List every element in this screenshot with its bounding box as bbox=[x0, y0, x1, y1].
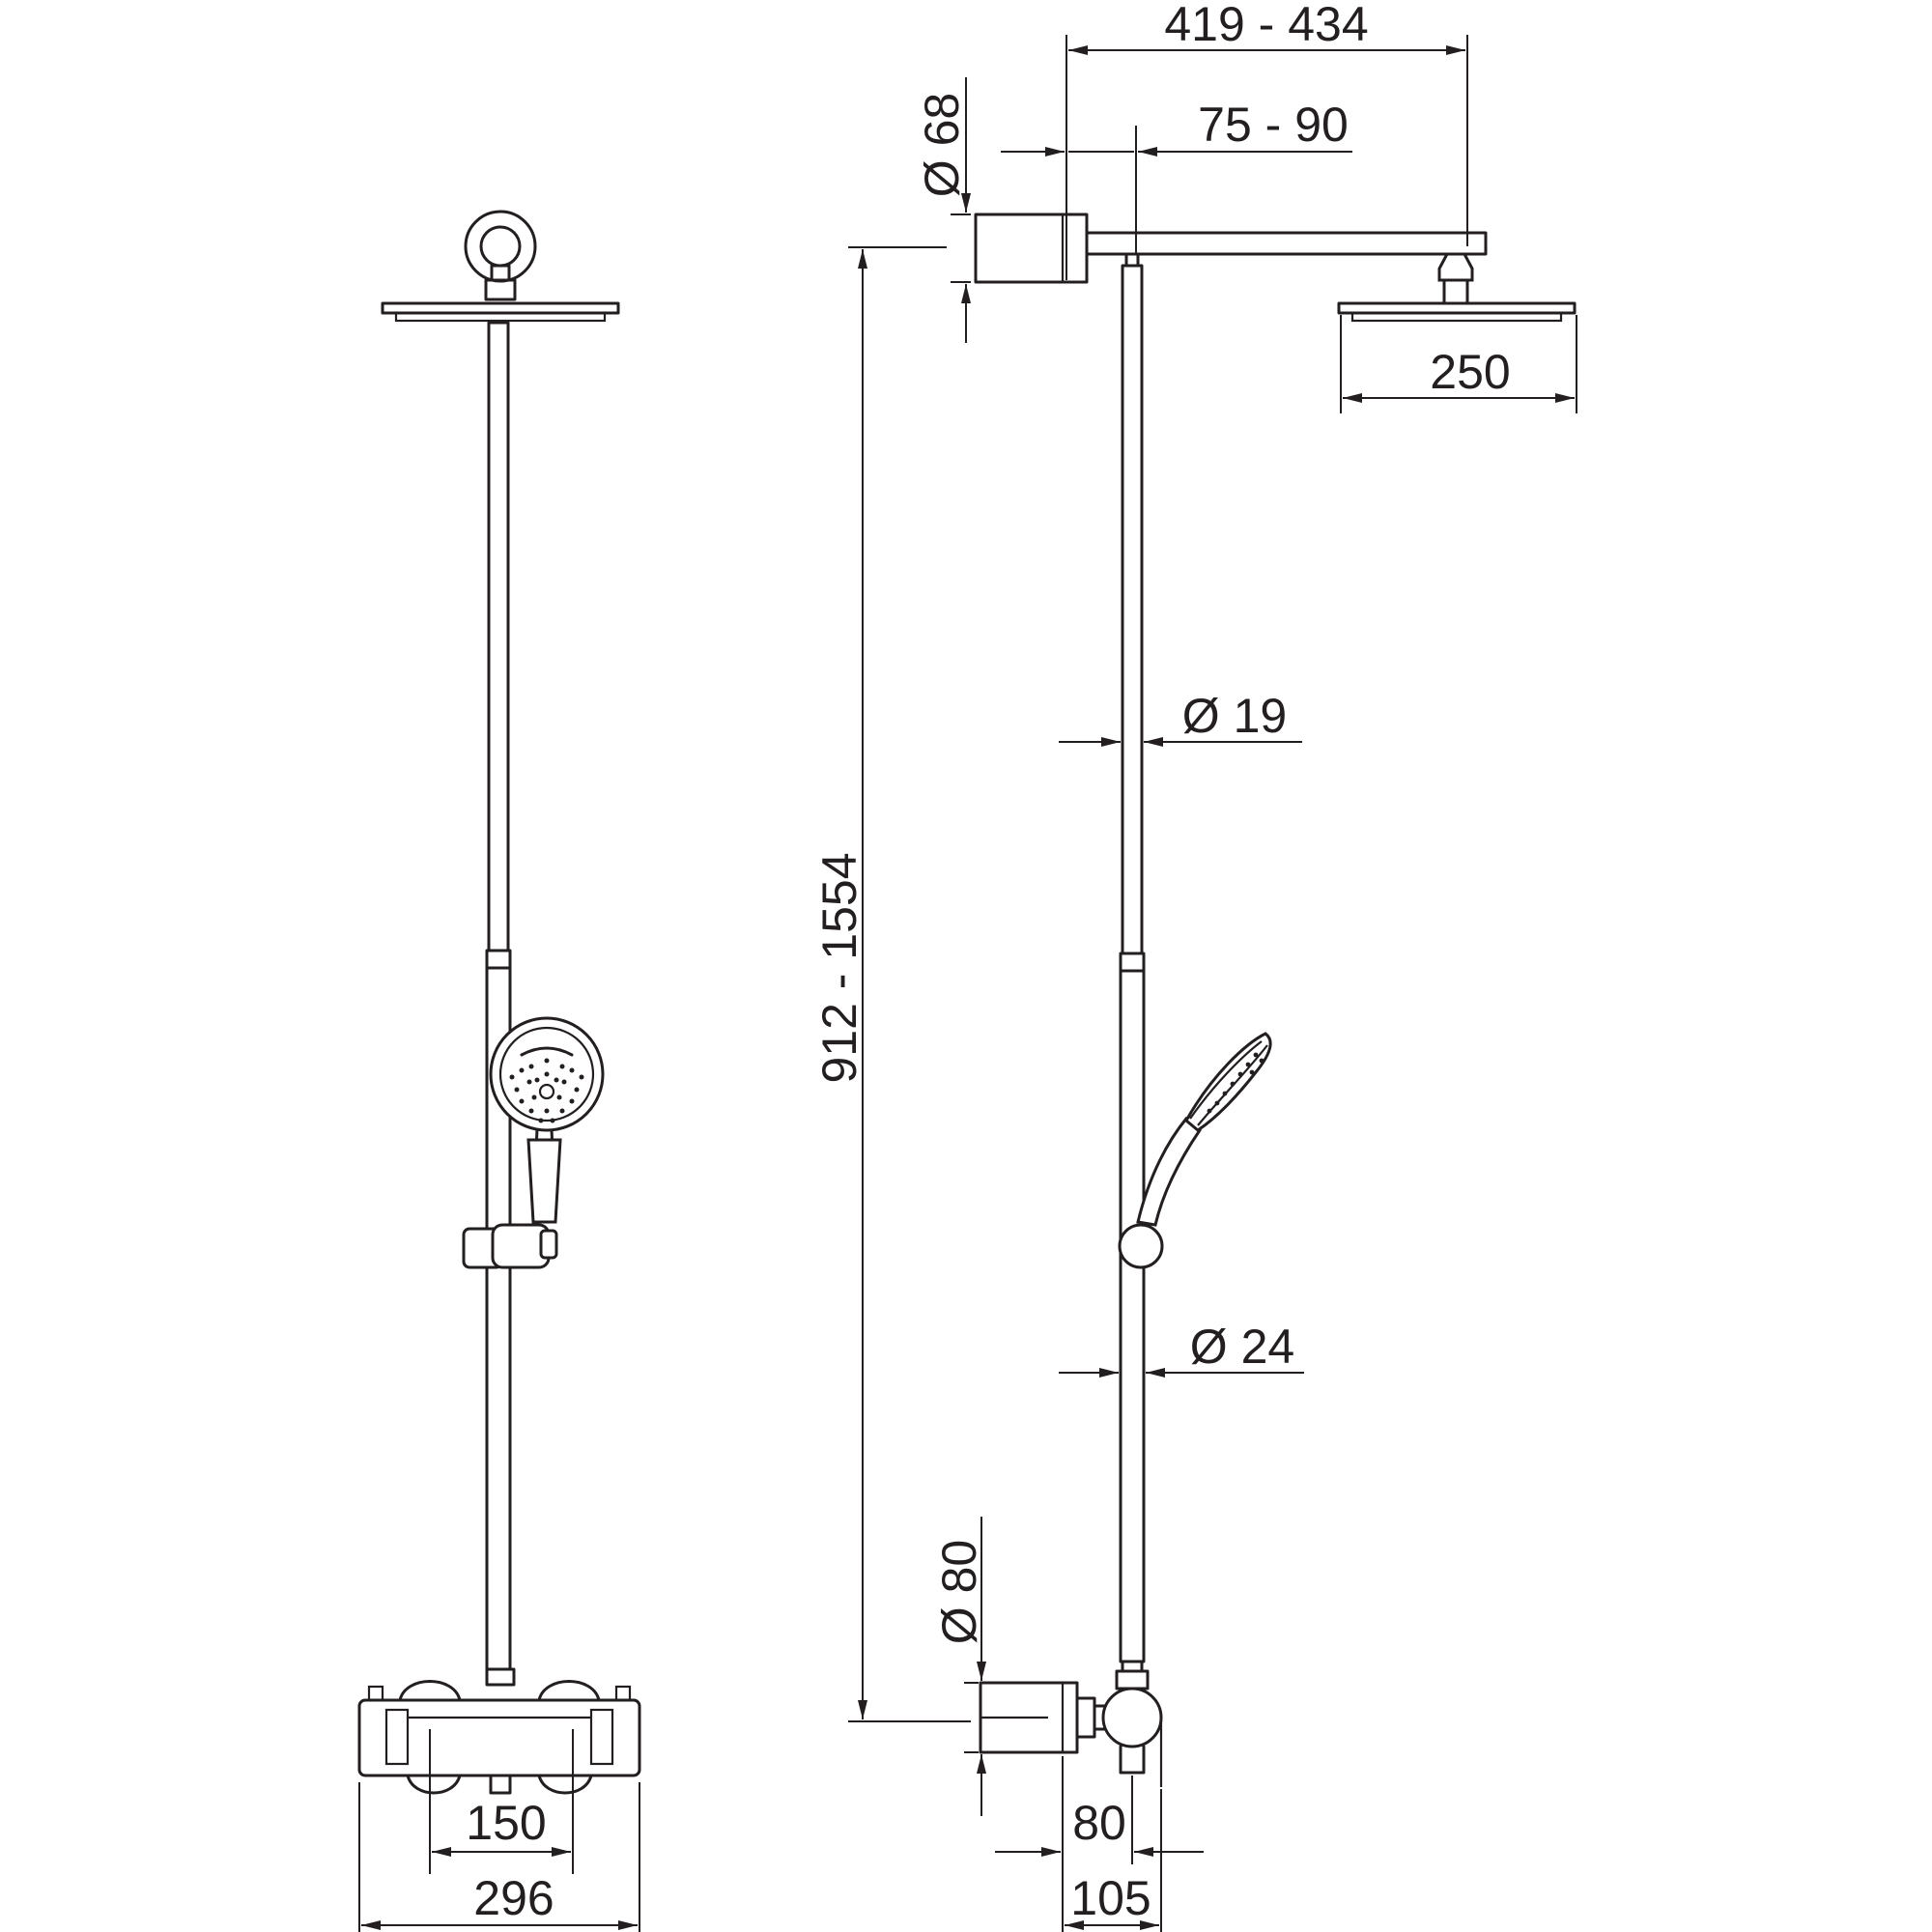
label-105: 105 bbox=[1070, 1871, 1151, 1925]
side-hand-shower bbox=[1118, 1032, 1272, 1269]
front-ceiling-ring bbox=[464, 210, 537, 283]
dim-mixer-flange-dia: Ø 80 bbox=[932, 1517, 986, 1816]
side-slider-knob bbox=[1118, 1223, 1164, 1269]
label-75-90: 75 - 90 bbox=[1198, 98, 1349, 152]
dim-height-range: 912 - 1554 bbox=[812, 246, 971, 1722]
dim-rod-dia-upper: Ø 19 bbox=[1059, 689, 1302, 747]
dim-mixer-width: 296 bbox=[358, 1782, 640, 1932]
front-riser-upper bbox=[487, 321, 510, 952]
dim-arm-offset: 75 - 90 bbox=[1001, 98, 1352, 253]
side-mixer-body bbox=[1101, 1660, 1163, 1787]
front-ball-joint bbox=[484, 278, 517, 301]
side-shower-arm bbox=[1085, 231, 1488, 256]
label-80: 80 bbox=[1072, 1796, 1126, 1850]
side-rod-coupling bbox=[1119, 952, 1146, 973]
front-hand-shower bbox=[489, 1016, 605, 1224]
dim-inlet-centers: 150 bbox=[429, 1729, 574, 1874]
label-dia-24: Ø 24 bbox=[1190, 1320, 1294, 1374]
dim-rod-dia-lower: Ø 24 bbox=[1059, 1320, 1304, 1378]
label-dia-68: Ø 68 bbox=[915, 93, 969, 197]
label-dia-80: Ø 80 bbox=[932, 1540, 986, 1644]
dim-mixer-depth: 105 bbox=[1065, 1789, 1162, 1932]
label-912-1554: 912 - 1554 bbox=[812, 852, 867, 1083]
front-view: 150 296 bbox=[357, 210, 641, 1932]
label-150: 150 bbox=[466, 1796, 546, 1850]
front-slide-bracket bbox=[462, 1223, 558, 1269]
side-arm-connector bbox=[1124, 252, 1140, 268]
dim-top-width: 419 - 434 bbox=[1065, 0, 1468, 280]
side-riser-lower bbox=[1119, 969, 1146, 1663]
label-dia-19: Ø 19 bbox=[1182, 689, 1287, 743]
label-250: 250 bbox=[1430, 345, 1510, 399]
label-296: 296 bbox=[473, 1871, 554, 1925]
front-neck bbox=[490, 264, 511, 282]
label-419-434: 419 - 434 bbox=[1164, 0, 1368, 51]
front-thermostatic-mixer bbox=[357, 1667, 641, 1795]
dim-wall-to-rod: 80 bbox=[995, 1756, 1204, 1932]
dim-head-dia: 250 bbox=[1340, 315, 1577, 413]
side-head-joint bbox=[1437, 252, 1474, 282]
side-riser-upper bbox=[1121, 264, 1144, 955]
side-view: 419 - 434 75 - 90 Ø 68 912 - 1554 bbox=[812, 0, 1577, 1932]
front-rain-head bbox=[381, 301, 620, 323]
side-rain-head bbox=[1337, 301, 1577, 323]
dim-ceiling-flange-dia: Ø 68 bbox=[915, 77, 971, 343]
front-ceiling-ring-inner bbox=[479, 225, 522, 268]
front-rod-coupling bbox=[485, 949, 512, 970]
side-ceiling-flange bbox=[974, 213, 1089, 284]
